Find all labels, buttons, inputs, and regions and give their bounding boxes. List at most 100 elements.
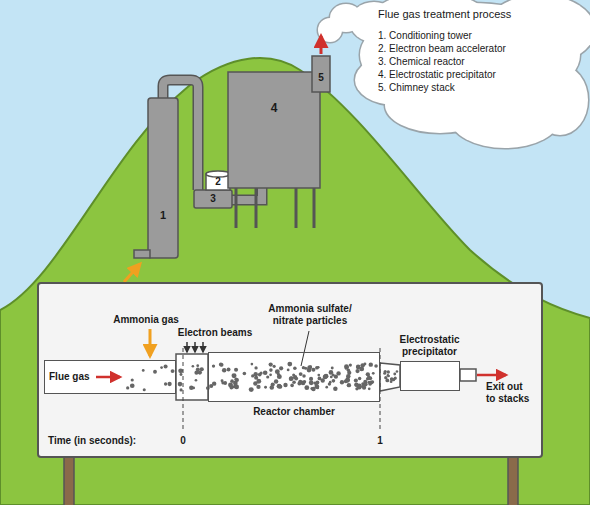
particle-dot [160, 366, 163, 369]
duct-connector [176, 354, 208, 400]
particle-dot [374, 364, 378, 368]
particle-dot [167, 382, 171, 386]
particle-dot [299, 372, 303, 376]
particle-dot [209, 384, 213, 388]
callout-number: 3 [210, 193, 216, 205]
particle-dot [387, 374, 390, 377]
time-value: 0 [180, 435, 186, 447]
particle-dot [311, 387, 315, 391]
process-list-item: 4. Electrostatic precipitator [378, 69, 496, 81]
precipitator-box: Electrostatic precipitator [400, 361, 460, 391]
particle-dot [336, 371, 340, 375]
particle-dot [344, 364, 349, 369]
particle-dot [195, 379, 198, 382]
inlet-arrow [124, 264, 140, 282]
particle-dot [304, 385, 309, 390]
particle-dot [293, 367, 297, 371]
particle-dot [317, 366, 320, 369]
particle-dot [232, 373, 237, 378]
particle-dot [355, 369, 359, 373]
particle-dot [196, 364, 199, 367]
particle-dot [277, 373, 280, 376]
reactor-chamber: Reactor chamber [208, 352, 380, 402]
particle-dot [347, 383, 351, 387]
particle-dot [323, 375, 328, 380]
particle-dot [303, 380, 306, 383]
exit-arrow [477, 374, 506, 377]
input-label: Ammonia gas [113, 314, 179, 326]
time-axis-label: Time (in seconds): [48, 435, 136, 447]
particle-dot [369, 362, 373, 366]
beam-arrow [194, 342, 196, 352]
flow-arrow [96, 376, 120, 379]
callout-number: 5 [318, 72, 324, 84]
particle-dot [294, 377, 298, 381]
callout-number: 4 [271, 101, 278, 115]
duct-connector-group [176, 354, 208, 400]
particle-dot [212, 364, 215, 367]
particle-dot [131, 378, 134, 381]
particle-dot [302, 374, 306, 378]
particle-dot [180, 373, 183, 376]
particle-dot [287, 369, 290, 372]
particle-dot [361, 364, 364, 367]
chimney [312, 56, 330, 92]
particle-dot [390, 380, 393, 383]
particle-dot [317, 374, 320, 377]
particle-dot [332, 379, 336, 383]
particle-dot [269, 362, 273, 366]
particles [126, 362, 398, 392]
duct-fill [44, 360, 176, 394]
particle-dot [219, 363, 223, 367]
particle-dot [142, 369, 145, 372]
particle-dot [290, 384, 294, 388]
particle-dot [325, 386, 328, 389]
particle-dot [387, 370, 390, 373]
particle-dot [234, 368, 238, 372]
particle-dot [221, 381, 224, 384]
particle-dot [289, 376, 293, 380]
smoke-cloud [318, 0, 590, 148]
callout-number: 1 [160, 209, 166, 222]
particle-dot [164, 382, 167, 385]
particle-dot [361, 385, 364, 388]
particle-dot [360, 363, 364, 367]
particle-dot [394, 377, 397, 380]
beam-arrow [202, 342, 204, 352]
particle-dot [227, 367, 231, 371]
particle-dot [301, 381, 306, 386]
particle-dot [251, 363, 254, 366]
particle-dot [355, 387, 358, 390]
process-list-item: 1. Conditioning tower [378, 30, 472, 42]
particle-dot [345, 367, 348, 370]
particle-dot [292, 380, 296, 384]
particle-dot [256, 385, 260, 389]
process-list-item: 3. Chemical reactor [378, 56, 465, 68]
ammonia-arrow [149, 329, 152, 356]
chamber-fill [208, 352, 380, 402]
smoke-cloud-outline [318, 0, 590, 148]
particle-dot [345, 365, 349, 369]
particle-dot [354, 382, 358, 386]
particle-dot [222, 368, 227, 373]
billboard-panel [38, 283, 542, 457]
particle-dot [331, 367, 334, 370]
chemical-reactor [194, 190, 232, 208]
billboard-leg [508, 455, 518, 505]
particle-dot [143, 388, 146, 391]
particle-dot [251, 374, 254, 377]
particle-dot [333, 387, 337, 391]
building-leg [255, 188, 258, 228]
particle-dot [228, 383, 233, 388]
particle-dot [393, 373, 396, 376]
conditioning-tower [148, 98, 178, 258]
particle-dot [243, 372, 247, 376]
particle-dot [385, 378, 389, 382]
particle-dot [283, 383, 287, 387]
particle-dot [264, 386, 267, 389]
particle-dot [307, 368, 312, 373]
particle-dot [304, 367, 307, 370]
particle-dot [269, 373, 272, 376]
